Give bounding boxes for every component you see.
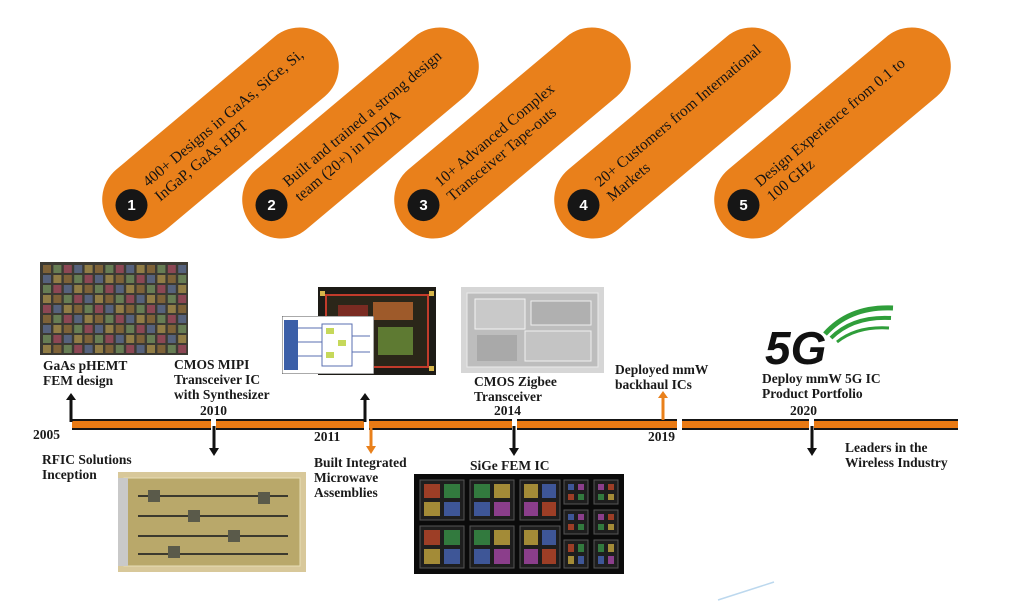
milestone-line: Built Integrated <box>314 455 407 470</box>
milestone-line: SiGe FEM IC <box>470 458 550 473</box>
milestone-line: with Synthesizer <box>174 387 270 402</box>
milestone-line: Assemblies <box>314 485 378 500</box>
timeline-segment <box>814 419 958 430</box>
rfic-board-image <box>118 472 306 572</box>
arrow-down-rfic <box>209 426 219 456</box>
milestone-line: Transceiver IC <box>174 372 261 387</box>
5g-logo: 5G <box>765 305 894 368</box>
milestone-mmw-backhaul: Deployed mmW backhaul ICs <box>615 362 708 392</box>
arrow-down-integrated <box>366 426 376 454</box>
arrow-up-gaas <box>66 393 76 422</box>
milestone-line: Deploy mmW 5G IC <box>762 371 881 386</box>
timeline-segment <box>517 419 677 430</box>
gaas-chip-image <box>40 262 188 355</box>
milestone-line: Inception <box>42 467 97 482</box>
milestone-line: CMOS Zigbee <box>474 374 557 389</box>
year-2019: 2019 <box>648 429 675 444</box>
year-2010: 2010 <box>200 403 227 418</box>
arrow-down-leaders <box>807 426 817 456</box>
transceiver-block-diagram <box>282 316 374 374</box>
milestone-sige: SiGe FEM IC <box>470 458 550 473</box>
milestone-line: Wireless Industry <box>845 455 948 470</box>
milestone-leaders: Leaders in the Wireless Industry <box>845 440 948 470</box>
achievement-number-badge: 3 <box>407 189 440 222</box>
year-2005: 2005 <box>33 427 60 442</box>
achievement-number-badge: 1 <box>115 189 148 222</box>
milestone-rfic: RFIC Solutions Inception <box>42 452 132 482</box>
milestone-line: backhaul ICs <box>615 377 692 392</box>
5g-logo-text: 5G <box>765 322 826 368</box>
milestone-mmw-5g: Deploy mmW 5G IC Product Portfolio <box>762 371 881 401</box>
arrow-down-sige <box>509 426 519 456</box>
milestone-cmos-mipi: CMOS MIPI Transceiver IC with Synthesize… <box>174 357 270 402</box>
milestone-gaas: GaAs pHEMT FEM design <box>43 358 127 388</box>
arrow-up-mmw-backhaul <box>658 391 668 420</box>
timeline-segment <box>216 419 364 430</box>
timeline-segment <box>682 419 809 430</box>
timeline-segment <box>369 419 512 430</box>
achievement-number-badge: 4 <box>567 189 600 222</box>
milestone-line: CMOS MIPI <box>174 357 250 372</box>
year-2014: 2014 <box>494 403 521 418</box>
arrow-up-cmos-mipi <box>360 393 370 422</box>
year-2020: 2020 <box>790 403 817 418</box>
achievement-number-badge: 2 <box>255 189 288 222</box>
achievement-number-badge: 5 <box>727 189 760 222</box>
milestone-integrated: Built Integrated Microwave Assemblies <box>314 455 407 500</box>
decorative-stroke <box>717 581 775 601</box>
year-2011: 2011 <box>314 429 341 444</box>
zigbee-chip-image <box>461 287 604 373</box>
timeline-segment <box>72 419 211 430</box>
sige-fem-image <box>414 474 624 574</box>
milestone-line: RFIC Solutions <box>42 452 132 467</box>
milestone-zigbee: CMOS Zigbee Transceiver <box>474 374 557 404</box>
milestone-line: Leaders in the <box>845 440 928 455</box>
milestone-line: GaAs pHEMT <box>43 358 128 373</box>
milestone-line: Microwave <box>314 470 379 485</box>
milestone-line: Deployed mmW <box>615 362 709 377</box>
milestone-line: FEM design <box>43 373 114 388</box>
milestone-line: Product Portfolio <box>762 386 863 401</box>
milestone-line: Transceiver <box>474 389 542 404</box>
